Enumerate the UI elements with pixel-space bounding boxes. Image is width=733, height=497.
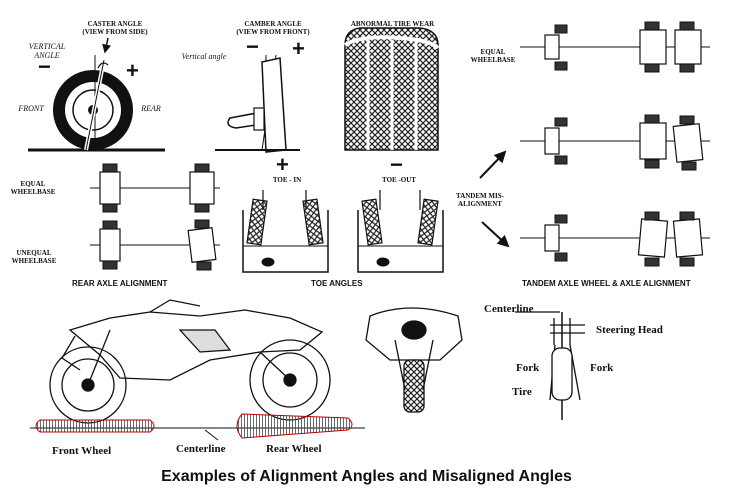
caster-title: CASTER ANGLE xyxy=(87,20,143,28)
fork-left-label: Fork xyxy=(516,362,540,374)
tire-wear-title: ABNORMAL TIRE WEAR xyxy=(350,20,435,28)
toe-in-label: TOE - IN xyxy=(272,176,302,184)
rear-axle-diagram-2 xyxy=(90,219,220,271)
toe-out-label: TOE -OUT xyxy=(382,176,416,184)
tandem-diagram-1 xyxy=(520,21,710,73)
rear-axle-diagram-1 xyxy=(90,163,220,213)
caster-plus-sign: + xyxy=(126,58,139,83)
toe-section-title: TOE ANGLES xyxy=(311,279,363,288)
fork-alignment-diagram xyxy=(515,311,585,420)
tandem-diagram-2 xyxy=(520,114,710,171)
rear-axle-section-title: REAR AXLE ALIGNMENT xyxy=(72,279,168,288)
rear-axle-unequal-wheelbase-label: UNEQUAL WHEELBASE xyxy=(11,249,57,265)
rear-wheel-label: Rear Wheel xyxy=(266,443,322,455)
tire-wear-diagram xyxy=(343,27,440,151)
motorcycle-front-view xyxy=(365,307,463,413)
centerline-bottom-label: Centerline xyxy=(176,443,226,455)
caster-subtitle: (VIEW FROM SIDE) xyxy=(82,28,148,36)
caster-rear-label: REAR xyxy=(141,104,161,113)
front-wheel-contact-patch xyxy=(35,419,155,433)
front-wheel-label: Front Wheel xyxy=(52,445,112,457)
camber-diagram xyxy=(215,54,300,153)
camber-vertical-label: Vertical angle xyxy=(181,52,227,61)
toe-out-diagram xyxy=(357,190,444,273)
caster-diagram xyxy=(28,37,165,152)
toe-in-plus-sign: + xyxy=(276,152,289,177)
toe-out-minus-sign: − xyxy=(390,152,403,177)
camber-plus-sign: + xyxy=(292,36,305,61)
caster-front-label: FRONT xyxy=(18,104,44,113)
tandem-equal-wheelbase-label: EQUAL WHEELBASE xyxy=(470,48,516,64)
tandem-section-title: TANDEM AXLE WHEEL & AXLE ALIGNMENT xyxy=(522,279,691,288)
caster-minus-sign: − xyxy=(38,54,51,79)
rear-axle-equal-wheelbase-label: EQUAL WHEELBASE xyxy=(10,180,56,196)
camber-minus-sign: − xyxy=(246,34,259,59)
tire-label: Tire xyxy=(512,386,532,398)
camber-title: CAMBER ANGLE xyxy=(244,20,302,28)
motorcycle-side-view xyxy=(49,299,331,424)
rear-wheel-contact-patch xyxy=(236,413,353,439)
camber-subtitle: (VIEW FROM FRONT) xyxy=(236,28,310,36)
toe-in-diagram xyxy=(242,190,329,273)
tandem-diagram-3 xyxy=(520,211,710,267)
steering-head-label: Steering Head xyxy=(596,324,663,336)
centerline-top-label: Centerline xyxy=(484,303,534,315)
caster-vertical-label: VERTICAL ANGLE xyxy=(28,42,66,60)
tandem-misalignment-label: TANDEM MIS-ALIGNMENT xyxy=(456,192,504,208)
fork-right-label: Fork xyxy=(590,362,614,374)
figure-caption: Examples of Alignment Angles and Misalig… xyxy=(161,468,572,485)
